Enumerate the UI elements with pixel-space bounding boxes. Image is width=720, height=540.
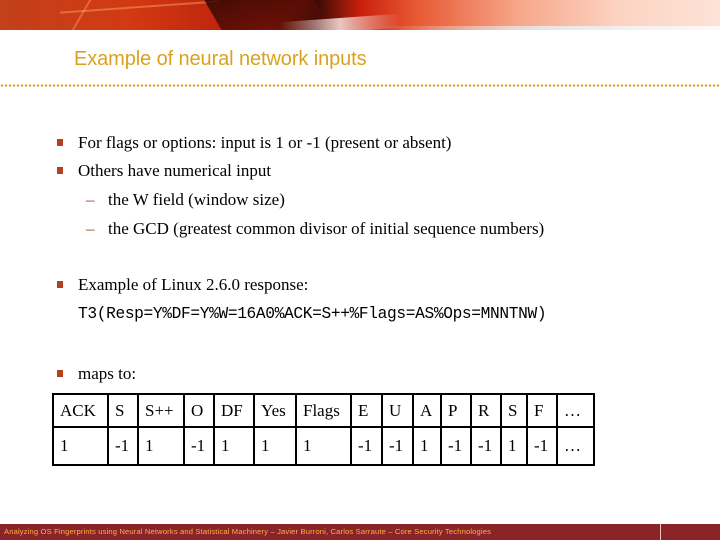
table-cell: -1	[107, 426, 139, 466]
slide-title: Example of neural network inputs	[74, 48, 367, 70]
table-cell: 1	[137, 426, 185, 466]
table-cell: -1	[350, 426, 383, 466]
banner-decoration	[380, 26, 720, 30]
table-cell: -1	[526, 426, 558, 466]
table-cell: 1	[213, 426, 255, 466]
bullet-text: For flags or options: input is 1 or -1 (…	[78, 133, 452, 152]
square-bullet-icon	[57, 281, 63, 288]
input-mapping-table: ACK S S++ O DF Yes Flags E U A P R S F ……	[52, 393, 595, 466]
table-row: 1 -1 1 -1 1 1 1 -1 -1 1 -1 -1 1 -1 …	[52, 426, 595, 466]
table-header-cell: A	[412, 393, 442, 428]
header-banner	[0, 0, 720, 30]
square-bullet-icon	[57, 167, 63, 174]
table-cell: 1	[253, 426, 297, 466]
bullet-text: Example of Linux 2.6.0 response:	[78, 275, 309, 294]
table-cell: 1	[52, 426, 109, 466]
fingerprint-code: T3(Resp=Y%DF=Y%W=16A0%ACK=S++%Flags=AS%O…	[78, 305, 547, 323]
footer-text: Analyzing OS Fingerprints using Neural N…	[4, 527, 492, 536]
bullet-text: maps to:	[78, 364, 137, 383]
table-header-cell: U	[381, 393, 414, 428]
table-header-cell: F	[526, 393, 558, 428]
table-cell: 1	[295, 426, 352, 466]
sub-bullet-text: the W field (window size)	[108, 190, 285, 209]
footer-separator	[660, 524, 661, 540]
table-header-cell: E	[350, 393, 383, 428]
table-cell: 1	[412, 426, 442, 466]
table-header-cell: S	[500, 393, 528, 428]
table-header-cell: S	[107, 393, 139, 428]
bullet-text: Others have numerical input	[78, 161, 272, 180]
table-header-cell: Flags	[295, 393, 352, 428]
table-cell: -1	[183, 426, 215, 466]
title-divider	[0, 84, 720, 87]
dash-bullet-icon: –	[86, 190, 95, 209]
table-header-cell: S++	[137, 393, 185, 428]
table-cell: -1	[470, 426, 502, 466]
square-bullet-icon	[57, 139, 63, 146]
table-cell: -1	[440, 426, 472, 466]
sub-bullet-text: the GCD (greatest common divisor of init…	[108, 219, 545, 238]
table-header-cell: Yes	[253, 393, 297, 428]
table-header-cell: P	[440, 393, 472, 428]
table-cell: 1	[500, 426, 528, 466]
table-header-cell: DF	[213, 393, 255, 428]
table-header-cell: …	[556, 393, 595, 428]
table-header-row: ACK S S++ O DF Yes Flags E U A P R S F …	[52, 393, 595, 428]
table-header-cell: O	[183, 393, 215, 428]
table-header-cell: ACK	[52, 393, 109, 428]
banner-decoration	[70, 0, 92, 30]
dash-bullet-icon: –	[86, 219, 95, 238]
table-header-cell: R	[470, 393, 502, 428]
square-bullet-icon	[57, 370, 63, 377]
footer-bar: Analyzing OS Fingerprints using Neural N…	[0, 524, 720, 540]
table-cell: -1	[381, 426, 414, 466]
table-cell: …	[556, 426, 595, 466]
